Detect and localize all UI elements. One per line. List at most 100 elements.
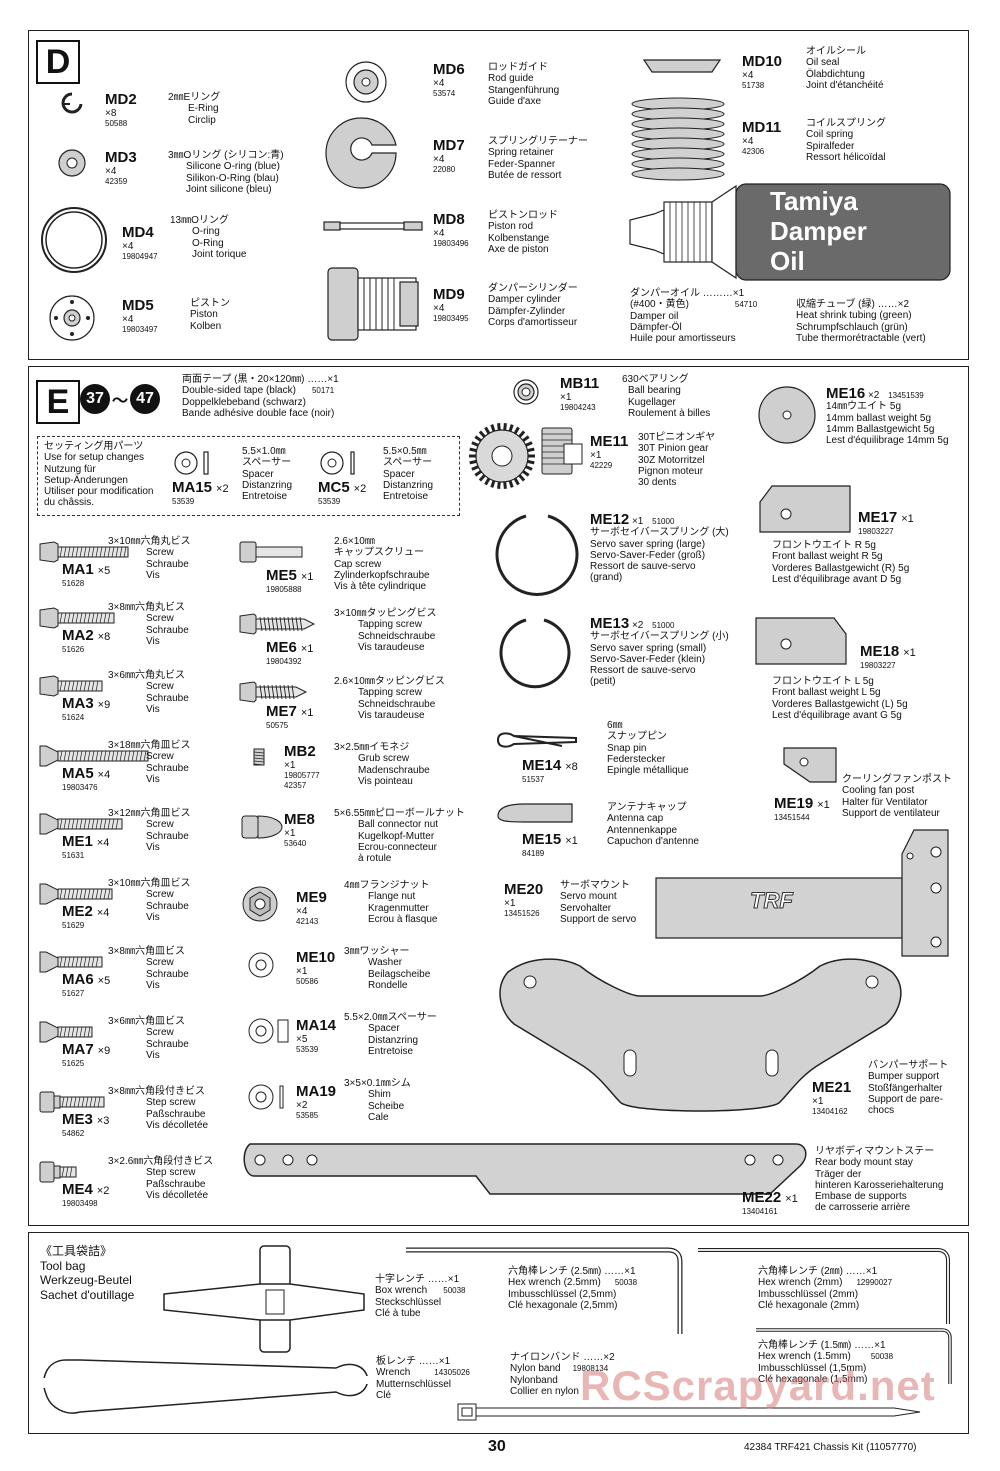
mb2-desc-2: Madenschraube: [358, 764, 430, 776]
shrink-jp: 収縮チューブ (緑) ……×2: [796, 299, 910, 310]
step-separator: 〜: [112, 393, 129, 410]
ma14-num: 53539: [296, 1045, 319, 1054]
me12-code: ME12: [590, 511, 630, 528]
ma7-screw-icon: [39, 1021, 93, 1043]
md4-num: 19804947: [122, 252, 158, 261]
md9-desc-de: Dämpfer-Zylinder: [488, 305, 566, 317]
me1-code: ME1: [62, 833, 93, 850]
me1-qty: ×4: [96, 837, 110, 849]
md11-qty: ×4: [742, 136, 754, 147]
md3-desc-fr: Joint silicone (bleu): [186, 183, 272, 195]
hex-wrench-2mm-desc: 六角棒レンチ (2㎜) ……×1 Hex wrench (2mm)1299002…: [758, 1266, 892, 1311]
ma14-desc-3: Entretoise: [368, 1045, 414, 1057]
tape-num: 50171: [311, 386, 335, 396]
ma2-desc-3: Vis: [146, 635, 160, 647]
md4-desc-fr: Joint torique: [192, 248, 247, 260]
box-wrench-de: Steckschlüssel: [375, 1296, 442, 1308]
cooling-fan-post-icon: [783, 747, 837, 783]
me18-code: ME18: [860, 643, 900, 660]
md11-desc-de: Spiralfeder: [806, 140, 855, 152]
me8-desc-1: Ball connector nut: [358, 819, 439, 831]
mc5-desc-en: Spacer: [383, 468, 415, 480]
me19-code: ME19: [774, 795, 814, 812]
me9-flange-nut-icon: [242, 886, 278, 922]
me17-item: ME17×1 19803227: [858, 510, 914, 537]
step-from-badge: 37: [80, 384, 110, 414]
md10-desc-fr: Joint d'étanchéité: [806, 79, 884, 91]
md7-desc-en: Spring retainer: [488, 147, 554, 159]
me8-desc-0: 5×6.55㎜ピローボールナット: [334, 808, 465, 819]
me5-desc-2: Cap screw: [334, 558, 382, 570]
ma6-code: MA6: [62, 971, 94, 988]
ma15-code-row: MA15×2: [172, 480, 229, 497]
me7-desc-2: Schneidschraube: [358, 698, 436, 710]
mb11-code: MB11: [560, 375, 600, 392]
me14-qty: ×8: [565, 761, 578, 773]
me6-num: 19804392: [266, 657, 302, 666]
me17-code-row: ME17×1: [858, 510, 914, 527]
ma1-screw-icon: [39, 541, 129, 563]
me1-desc-2: Schraube: [146, 830, 189, 842]
me22-desc-fr2: de carrosserie arrière: [815, 1202, 911, 1214]
me1-code-row: ME1×4: [62, 834, 109, 851]
md6-desc: ロッドガイド Rod guide Stangenführung Guide d'…: [488, 62, 559, 107]
md4-item: MD4 ×4 19804947: [122, 225, 158, 262]
wrench-en: Wrench: [376, 1367, 411, 1379]
md6-qty: ×4: [433, 78, 445, 89]
md4-qty: ×4: [122, 241, 134, 252]
ball-bearing-icon: [513, 379, 539, 405]
hex15-fr: Clé hexagonale (1,5mm): [758, 1373, 868, 1385]
md6-desc-fr: Guide d'axe: [488, 95, 542, 107]
mb11-desc-de: Kugellager: [628, 396, 676, 408]
ma3-desc-2: Schraube: [146, 692, 189, 704]
me18-desc-en: Front ballast weight L 5g: [772, 687, 881, 699]
tool-bag-title-jp: 《工具袋詰》: [40, 1244, 113, 1258]
md5-code: MD5: [122, 297, 154, 314]
ma6-code-row: MA6×5: [62, 972, 110, 989]
ma3-desc-0: 3×6㎜六角丸ビス: [108, 670, 185, 681]
tool-bag-title-de: Werkzeug-Beutel: [40, 1273, 132, 1287]
me20-desc-de: Servohalter: [560, 902, 612, 914]
mb2-grub-screw-icon: [253, 748, 265, 766]
bottle-text-2: Damper: [770, 216, 867, 246]
me14-desc: 6㎜ スナップピン Snap pin Federstecker Epingle …: [607, 720, 689, 776]
me14-code-row: ME14×8: [522, 758, 578, 775]
md6-code: MD6: [433, 61, 465, 78]
me9-desc-2: Kragenmutter: [368, 902, 429, 914]
md7-desc: スプリングリテーナー Spring retainer Feder-Spanner…: [488, 136, 588, 181]
me11-desc-jp: 30Tピニオンギヤ: [638, 432, 716, 443]
me11-code: ME11: [590, 433, 629, 450]
ma3-code: MA3: [62, 695, 94, 712]
me16-row: ME16 ×2 13451539: [826, 386, 949, 401]
hex2-row: Hex wrench (2mm)12990027: [758, 1277, 892, 1288]
md4-code: MD4: [122, 224, 154, 241]
me3-screw-icon: [39, 1091, 105, 1113]
damper-oil-en: Damper oil: [630, 310, 679, 322]
ma7-desc-0: 3×6㎜六角皿ビス: [108, 1016, 185, 1027]
me6-code-row: ME6×1: [266, 640, 313, 657]
me2-code: ME2: [62, 903, 93, 920]
me1-desc-0: 3×12㎜六角皿ビス: [108, 808, 191, 819]
mb11-desc-jp: 630ベアリング: [622, 374, 689, 385]
me14-code: ME14: [522, 757, 562, 774]
wrench-jp: 板レンチ ……×1: [376, 1356, 451, 1367]
damper-oil-num: 54710: [734, 300, 758, 310]
me2-desc-0: 3×10㎜六角皿ビス: [108, 878, 191, 889]
wrench-num: 14305026: [434, 1368, 470, 1378]
ma15-qty: ×2: [216, 483, 229, 495]
ma7-num: 51625: [62, 1059, 85, 1068]
antenna-cap-icon: [497, 803, 573, 823]
me22-desc: リヤボディマウントステー Rear body mount stay Träger…: [815, 1146, 943, 1214]
md11-desc-en: Coil spring: [806, 129, 854, 141]
ma6-desc-3: Vis: [146, 979, 160, 991]
